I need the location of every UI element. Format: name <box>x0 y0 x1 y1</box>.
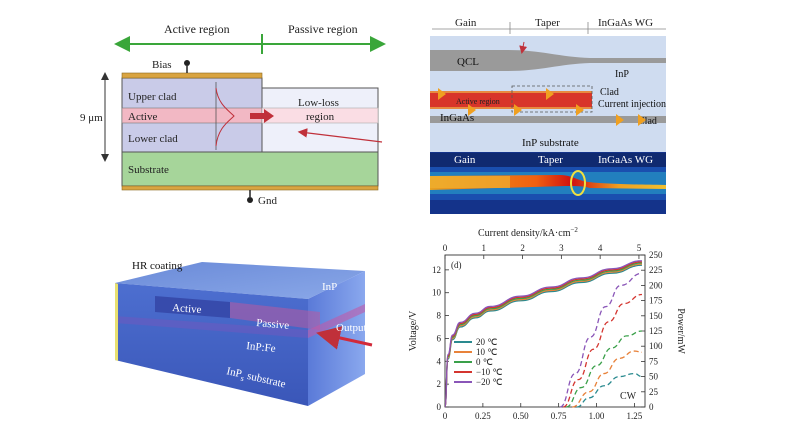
inp-substrate-label: InP substrate <box>522 137 579 149</box>
legend-label: 20 ℃ <box>476 337 497 347</box>
clad2-label: Clad <box>638 116 657 127</box>
panel-c: HR coating InP Active Passive Output InP… <box>115 260 373 406</box>
upper-clad-label: Upper clad <box>128 91 177 103</box>
active-region-bar <box>430 93 592 107</box>
y-left-tick-label: 12 <box>432 265 441 275</box>
substrate-label: Substrate <box>128 164 169 176</box>
y-right-tick-label: 50 <box>649 372 659 382</box>
substrate-layer <box>121 151 379 187</box>
plot-area <box>444 254 646 408</box>
panel-label: (d) <box>451 260 462 270</box>
y-left-tick-label: 6 <box>437 333 442 343</box>
taper-label: Taper <box>535 17 560 29</box>
x-tick-label: 0.25 <box>475 411 491 421</box>
thickness-label: 9 μm <box>80 112 103 124</box>
y-right-tick-label: 100 <box>649 341 663 351</box>
lower-clad-label: Lower clad <box>128 133 178 145</box>
y-right-tick-label: 150 <box>649 311 663 321</box>
power-line-4 <box>559 272 643 408</box>
inp-label: InP <box>615 69 629 80</box>
y-right-tick-label: 0 <box>649 402 654 412</box>
x-tick-label: 0.75 <box>551 411 567 421</box>
y-right-tick-label: 225 <box>649 265 663 275</box>
top-tick-label: 1 <box>482 243 487 253</box>
active-region-label: Active region <box>164 22 230 36</box>
low-loss-label-1: Low-loss <box>298 97 339 109</box>
y-right-tick-label: 175 <box>649 296 663 306</box>
legend-label: −10 ℃ <box>476 367 502 377</box>
y-left-tick-label: 8 <box>437 311 442 321</box>
x-tick-label: 0 <box>443 411 448 421</box>
x-tick-label: 1.25 <box>627 411 643 421</box>
low-loss-label-2: region <box>306 111 335 123</box>
top-axis-label: Current density/kA·cm−2 <box>478 226 578 239</box>
qcl-ridge <box>430 50 666 71</box>
top-tick-label: 3 <box>559 243 564 253</box>
box-top <box>115 262 365 299</box>
qcl-label: QCL <box>457 56 479 68</box>
y-right-tick-label: 125 <box>649 326 663 336</box>
power-line-1 <box>572 350 642 408</box>
passive-block-label: Passive <box>256 317 290 332</box>
y-right-tick-label: 200 <box>649 280 663 290</box>
power-line-2 <box>566 330 643 408</box>
output-label: Output <box>336 322 367 334</box>
power-line-3 <box>562 293 643 408</box>
panel-a: Active region Passive region Substrate G… <box>80 22 386 207</box>
left-axis-label: Voltage/V <box>408 310 419 351</box>
cw-annotation: CW <box>620 391 637 402</box>
y-left-tick-label: 0 <box>437 402 442 412</box>
hr-coating <box>115 283 118 361</box>
top-tick-label: 0 <box>443 243 448 253</box>
output-arrow <box>316 326 373 350</box>
y-right-tick-label: 75 <box>649 356 659 366</box>
taper2-label: Taper <box>538 154 563 166</box>
wg-label: InGaAs WG <box>598 17 653 29</box>
top-tick-label: 4 <box>598 243 603 253</box>
y-right-tick-label: 250 <box>649 250 663 260</box>
legend-label: −20 ℃ <box>476 377 502 387</box>
gain-label: Gain <box>455 17 477 29</box>
y-left-tick-label: 4 <box>437 356 442 366</box>
ingaas-layer <box>430 116 666 123</box>
active-block-label: Active <box>172 302 202 316</box>
y-left-tick-label: 2 <box>437 379 442 389</box>
passive-region-label: Passive region <box>288 22 358 36</box>
legend-label: 0 ℃ <box>476 357 493 367</box>
gnd-label: Gnd <box>258 195 277 207</box>
inpfe-label: InP:Fe <box>246 340 277 355</box>
top-tick-label: 2 <box>520 243 525 253</box>
right-axis-label: Power/mW <box>675 308 686 354</box>
low-loss-arrow <box>297 128 383 143</box>
clad-label: Clad <box>600 87 619 98</box>
current-injection-label: Current injection <box>598 99 666 110</box>
wg2-label: InGaAs WG <box>598 154 653 166</box>
panel-b: Gain Taper InGaAs WG QCL InP Active regi… <box>430 15 666 214</box>
ingaas-label: InGaAs <box>440 112 474 124</box>
inp-top-label: InP <box>322 281 337 293</box>
x-tick-label: 1.00 <box>589 411 605 421</box>
active-region-text: Active region <box>456 97 500 106</box>
x-tick-label: 0.50 <box>513 411 529 421</box>
coupling-arrow <box>264 109 274 123</box>
y-left-tick-label: 10 <box>432 288 442 298</box>
bias-label: Bias <box>152 59 172 71</box>
voltage-line-4 <box>444 260 642 408</box>
active-label: Active <box>128 111 157 123</box>
gain2-label: Gain <box>454 154 476 166</box>
hr-coating-label: HR coating <box>132 260 183 272</box>
top-tick-label: 5 <box>637 243 642 253</box>
legend-label: 10 ℃ <box>476 347 497 357</box>
injection-markers <box>438 88 646 126</box>
y-right-tick-label: 25 <box>649 387 659 397</box>
